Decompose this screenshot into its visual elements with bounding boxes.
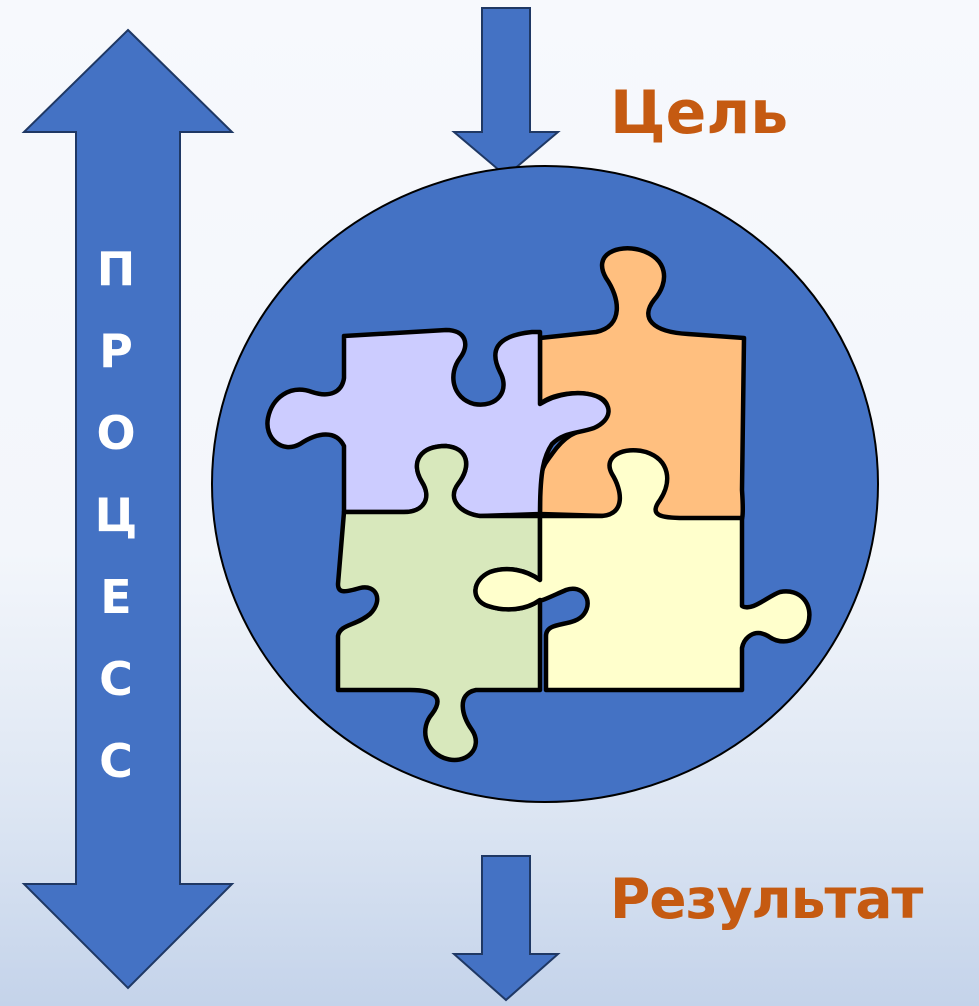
result-label: Результат xyxy=(610,867,923,931)
goal-arrow xyxy=(451,7,561,178)
process-letter: П xyxy=(96,242,136,296)
process-letter: О xyxy=(96,406,136,460)
process-letter: С xyxy=(99,734,133,788)
goal-label: Цель xyxy=(610,78,789,148)
process-vertical-label: П Р О Ц Е С С xyxy=(76,228,156,808)
process-letter: Е xyxy=(100,570,132,624)
result-arrow xyxy=(451,855,561,1002)
process-letter: С xyxy=(99,652,133,706)
process-letter: Ц xyxy=(94,488,138,542)
puzzle-piece-yellow xyxy=(473,448,812,693)
puzzle-group xyxy=(265,246,812,763)
process-letter: Р xyxy=(99,324,133,378)
process-double-arrow xyxy=(21,28,235,990)
puzzle-piece-green xyxy=(335,443,543,763)
